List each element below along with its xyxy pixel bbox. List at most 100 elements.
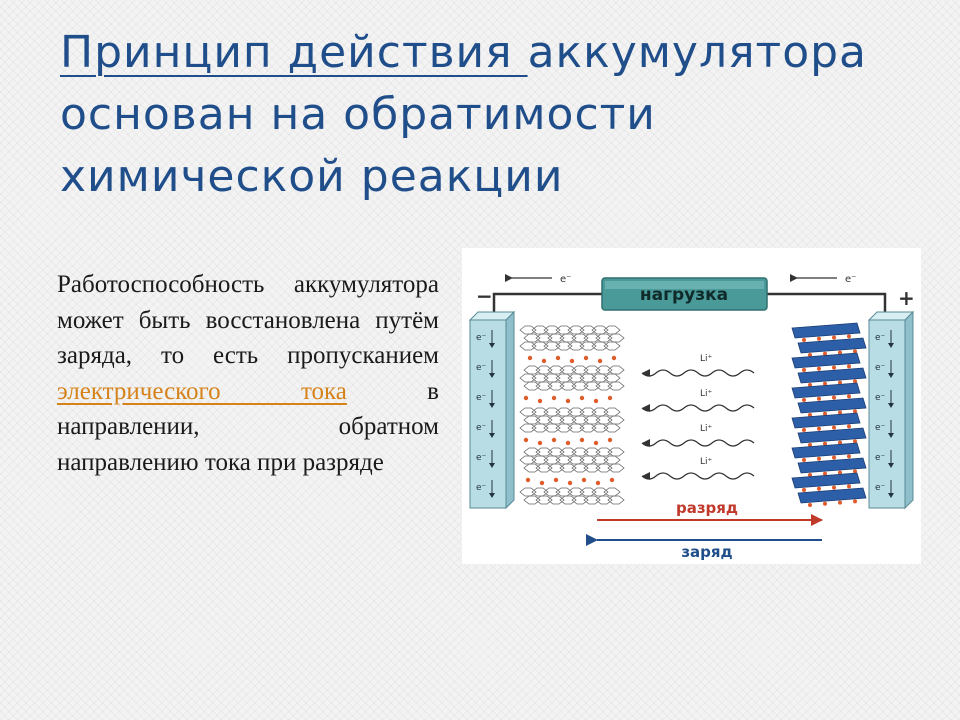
li-ion-dot bbox=[527, 355, 533, 361]
cathode-li-dot bbox=[847, 484, 851, 489]
li-ion-dot bbox=[537, 398, 543, 404]
li-ion-wave bbox=[641, 404, 755, 412]
li-ion-dot bbox=[565, 398, 571, 404]
electron-label: e⁻ bbox=[476, 423, 487, 433]
electron-label: e⁻ bbox=[875, 363, 886, 373]
electron-label: e⁻ bbox=[875, 333, 886, 343]
li-ion-wave bbox=[641, 472, 755, 480]
cathode-crystal bbox=[797, 397, 867, 414]
cathode-li-dot bbox=[823, 351, 827, 356]
cathode-li-dot bbox=[832, 455, 836, 460]
graphite-sheet bbox=[519, 423, 621, 433]
electron-arrowhead bbox=[489, 463, 495, 468]
electron-arrowhead bbox=[888, 403, 894, 408]
li-ion-dot bbox=[595, 480, 601, 486]
li-ion-dot bbox=[579, 437, 585, 443]
cathode-li-dot bbox=[832, 395, 836, 400]
electron-arrowhead bbox=[888, 433, 894, 438]
circuit-wires bbox=[492, 292, 887, 316]
li-ion-dot bbox=[523, 437, 529, 443]
li-ion-arrowhead bbox=[642, 369, 650, 377]
electron-label: e⁻ bbox=[476, 393, 487, 403]
electron-label: e⁻ bbox=[875, 423, 886, 433]
li-ion-dot bbox=[583, 355, 589, 361]
electric-current-link[interactable]: электрического тока bbox=[57, 377, 347, 405]
electron-label: e⁻ bbox=[476, 483, 487, 493]
graphite-sheet bbox=[519, 325, 621, 335]
cathode-crystal-layers bbox=[791, 322, 867, 507]
li-ion-dot bbox=[525, 477, 531, 483]
anode-electrons: e⁻e⁻e⁻e⁻e⁻e⁻ bbox=[476, 330, 495, 498]
charge-label: заряд bbox=[681, 543, 732, 561]
cathode-li-dot bbox=[847, 364, 851, 369]
li-ion-label: Li⁺ bbox=[700, 389, 713, 399]
graphite-sheet bbox=[519, 407, 621, 417]
graphite-sheet bbox=[523, 381, 625, 391]
electron-arrowhead bbox=[489, 403, 495, 408]
cathode-crystal bbox=[791, 442, 861, 459]
electron-arrowhead bbox=[888, 343, 894, 348]
li-ion-dot bbox=[569, 358, 575, 364]
cathode-li-dot bbox=[853, 379, 857, 384]
cathode-li-dot bbox=[808, 443, 812, 447]
li-ion-dot bbox=[551, 437, 557, 443]
li-ion-dot bbox=[607, 395, 613, 401]
cathode-li-dot bbox=[817, 366, 821, 371]
cathode-li-dot bbox=[802, 368, 806, 372]
cathode-li-dot bbox=[838, 440, 842, 445]
cathode-li-dot bbox=[853, 409, 857, 414]
electron-arrowhead bbox=[888, 463, 894, 468]
li-ion-dot bbox=[567, 480, 573, 486]
cathode-li-dot bbox=[847, 334, 851, 339]
cathode-li-dot bbox=[817, 396, 821, 401]
electron-arrowhead bbox=[888, 493, 894, 498]
cathode-crystal bbox=[797, 487, 867, 504]
cathode-li-dot bbox=[802, 338, 806, 342]
li-ion-dot bbox=[555, 355, 561, 361]
graphite-sheet bbox=[523, 415, 625, 425]
cathode-li-dot bbox=[823, 471, 827, 476]
graphite-sheet bbox=[523, 495, 625, 505]
charge-arrow: заряд bbox=[586, 534, 822, 561]
li-ion-dot bbox=[551, 395, 557, 401]
discharge-label: разряд bbox=[676, 499, 738, 517]
load-label: нагрузка bbox=[640, 285, 728, 305]
electron-label: e⁻ bbox=[476, 333, 487, 343]
cathode-crystal bbox=[791, 412, 861, 429]
minus-sign: − bbox=[476, 284, 493, 308]
cathode-li-dot bbox=[853, 439, 857, 444]
cathode-crystal bbox=[791, 352, 861, 369]
electron-arrowhead bbox=[489, 373, 495, 378]
cathode-li-dot bbox=[808, 473, 812, 477]
cathode-li-dot bbox=[847, 394, 851, 399]
cathode-li-dot bbox=[817, 336, 821, 341]
cathode-li-dot bbox=[823, 501, 827, 506]
electron-label: e⁻ bbox=[875, 453, 886, 463]
li-ion-wave bbox=[641, 369, 755, 377]
lithium-ion-flow: Li⁺Li⁺Li⁺Li⁺ bbox=[641, 354, 755, 480]
cathode-collector bbox=[867, 310, 915, 510]
li-ion-dot bbox=[523, 395, 529, 401]
wire-electron-label-left: e⁻ bbox=[560, 274, 571, 285]
graphite-sheet bbox=[523, 463, 625, 473]
li-ion-dot bbox=[593, 398, 599, 404]
graphite-sheet bbox=[519, 341, 621, 351]
cathode-crystal bbox=[797, 337, 867, 354]
li-ion-dot bbox=[607, 437, 613, 443]
cathode-li-dot bbox=[808, 503, 812, 507]
li-ion-dot bbox=[611, 355, 617, 361]
electron-label: e⁻ bbox=[875, 483, 886, 493]
cathode-li-dot bbox=[823, 441, 827, 446]
cathode-crystal bbox=[797, 367, 867, 384]
cathode-li-dot bbox=[838, 410, 842, 415]
li-ion-label: Li⁺ bbox=[700, 424, 713, 434]
graphite-sheet bbox=[519, 455, 621, 465]
cathode-crystal bbox=[797, 457, 867, 474]
cathode-li-dot bbox=[832, 485, 836, 490]
li-ion-dot bbox=[553, 477, 559, 483]
graphite-sheet bbox=[519, 373, 621, 383]
cathode-li-dot bbox=[808, 383, 812, 387]
cathode-li-dot bbox=[847, 454, 851, 459]
cathode-li-dot bbox=[817, 486, 821, 491]
cathode-li-dot bbox=[808, 413, 812, 417]
